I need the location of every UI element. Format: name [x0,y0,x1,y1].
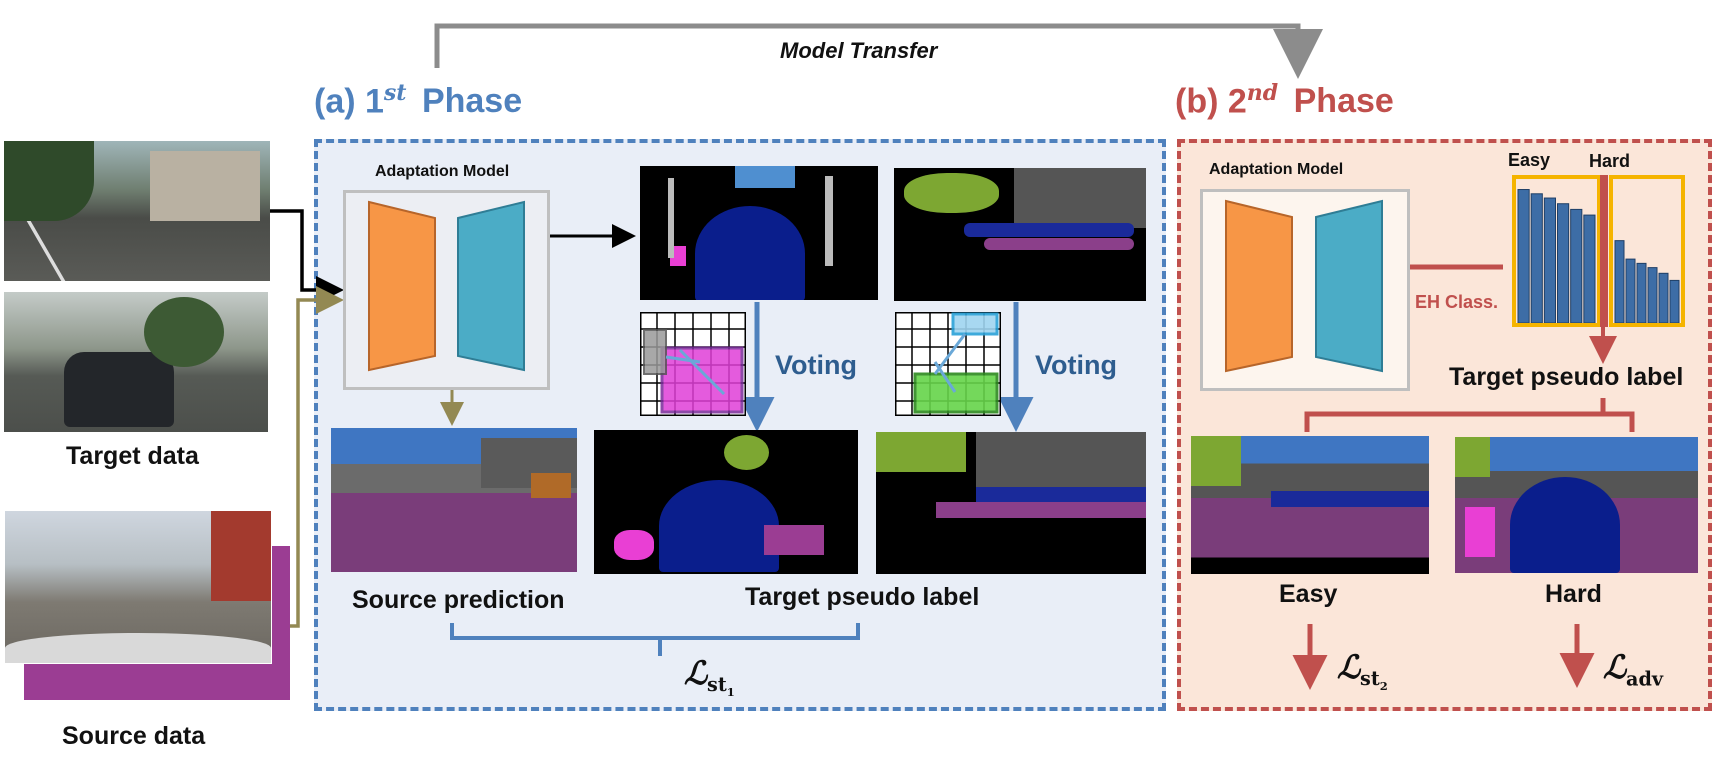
adaptation-model-b-title: Adaptation Model [1209,161,1344,178]
easy-bar-2 [1530,193,1543,323]
hard-header: Hard [1589,151,1631,171]
target-pseudo-label-1 [594,430,858,574]
voting-label-2: Voting [1035,350,1117,380]
hard-caption: Hard [1545,580,1602,608]
brace-phase-b [1304,398,1635,432]
easy-caption: Easy [1279,580,1338,608]
phase-a-title: (a) 1st Phase [314,80,522,121]
easy-bars [1517,189,1596,323]
decoder-shape-b [1315,199,1383,373]
adaptation-model-a-title: Adaptation Model [375,163,510,180]
hard-bars [1614,240,1680,323]
easy-hard-divider [1600,175,1608,327]
loss-st2-sub: st [1360,667,1380,691]
model-transfer-label: Model Transfer [780,38,938,63]
decoder-shape-a [457,200,525,372]
hard-bar-3 [1636,262,1647,323]
target-input-arrow [270,209,344,304]
loss-st1-subsub: 1 [726,685,735,700]
easy-bar-3 [1543,197,1557,323]
hard-bar-2 [1625,258,1636,323]
target-prediction-2 [894,168,1146,301]
target-pseudo-label-2 [876,432,1146,574]
loss-st2-subsub: 2 [1379,679,1388,694]
phase-a-prefix: (a) 1 [314,82,384,121]
hard-label-map [1455,437,1698,573]
source-input-arrow [290,286,344,628]
hard-bar-6 [1669,279,1680,323]
source-prediction-label: Source prediction [352,586,565,614]
voting-grid-1 [640,312,746,416]
hard-bar-1 [1614,240,1625,323]
target-image-1 [4,141,270,281]
easy-bar-1 [1517,189,1530,323]
encoder-decoder-b [1225,199,1383,373]
easy-bar-6 [1583,214,1596,323]
hard-bar-5 [1658,272,1669,323]
phase-b-title: (b) 2nd Phase [1175,80,1394,121]
target-pseudo-label-a: Target pseudo label [745,583,980,611]
loss-adv-sub: adv [1626,667,1664,691]
target-image-2 [4,292,268,432]
brace-phase-a [450,623,860,656]
phase-b-sup: nd [1246,80,1279,106]
easy-bar-5 [1570,208,1583,323]
loss-st2-main: ℒ [1337,648,1361,686]
phase-b-prefix: (b) 2 [1175,82,1247,121]
target-pseudo-label-b: Target pseudo label [1449,363,1684,391]
loss-adv-main: ℒ [1603,648,1627,686]
source-image [4,510,272,664]
phase-b-suffix: Phase [1293,82,1394,121]
model-transfer-arrow [434,23,1323,79]
loss-st1: ℒst1 [684,654,735,699]
easy-label-map [1191,436,1429,574]
encoder-decoder-a [368,200,525,372]
encoder-shape-b [1225,199,1293,373]
source-prediction-map [331,428,577,572]
target-prediction-1 [640,166,878,300]
voting-grid-2 [895,312,1001,416]
easy-bar-4 [1557,203,1570,323]
easy-header: Easy [1508,150,1551,170]
eh-class-label: EH Class. [1415,292,1499,312]
loss-st1-main: ℒ [684,654,708,692]
encoder-shape-a [368,200,436,372]
loss-st1-sub: st [707,673,727,697]
phase-a-suffix: Phase [421,82,523,121]
easy-bar-box [1512,175,1601,327]
target-data-label: Target data [66,442,199,470]
loss-adv: ℒadv [1603,648,1663,690]
phase-a-sup: st [383,80,407,106]
hard-bar-box [1609,175,1685,327]
loss-st2: ℒst2 [1337,648,1388,693]
voting-label-1: Voting [775,350,857,380]
source-data-label: Source data [62,722,206,750]
hard-bar-4 [1647,267,1658,323]
